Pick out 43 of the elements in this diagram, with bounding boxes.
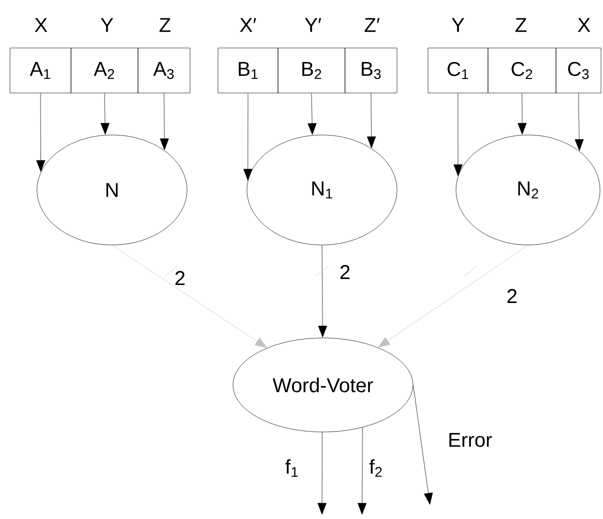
register-cell: C$_{3}$ [556,48,602,94]
signal-label: Z [160,18,170,32]
register-cell: C$_{1}$ [428,48,488,94]
arrow [160,93,169,150]
arrow [358,427,367,515]
signal-label: Z [516,18,526,32]
edge-label: 2 [338,264,352,280]
register-cell: A$_{2}$ [70,48,138,94]
arrow [378,245,528,348]
ellipse-node: N$_{2}$ [456,134,600,246]
register-cell: B$_{1}$ [218,48,278,94]
signal-label: X [578,18,590,32]
edge-label: 2 [505,288,519,304]
arrow [413,384,433,505]
arrow [574,93,584,151]
arrow [518,93,527,135]
register-cell: B$_{2}$ [278,48,346,94]
arrow [243,93,252,181]
signal-label: X′ [240,18,256,32]
arrow [318,432,326,515]
register-cell: B$_{3}$ [344,48,398,94]
arrow [112,245,267,348]
arrow [454,93,462,176]
arrow [100,93,110,135]
arrow [308,93,317,135]
register-cell: C$_{2}$ [488,48,556,94]
signal-label: X [34,18,48,32]
arrow [318,245,328,338]
signal-label: Y′ [304,18,322,32]
edge-label: 2 [173,270,187,286]
register-cell: A$_{3}$ [138,48,190,94]
signal-label: Y [100,18,114,32]
arrow [366,93,376,148]
ellipse-node: Word-Voter [232,338,414,432]
signal-label: Z′ [364,18,380,32]
signal-label: Y [452,18,464,32]
ellipse-node: N [36,134,188,246]
register-cell: A$_{1}$ [10,48,72,94]
edge-label: f$_{1}$ [284,458,300,478]
arrow [36,93,46,172]
edge-label: f$_{2}$ [368,458,384,478]
ellipse-node: N$_{1}$ [246,134,398,246]
edge-label: Error [446,432,494,448]
